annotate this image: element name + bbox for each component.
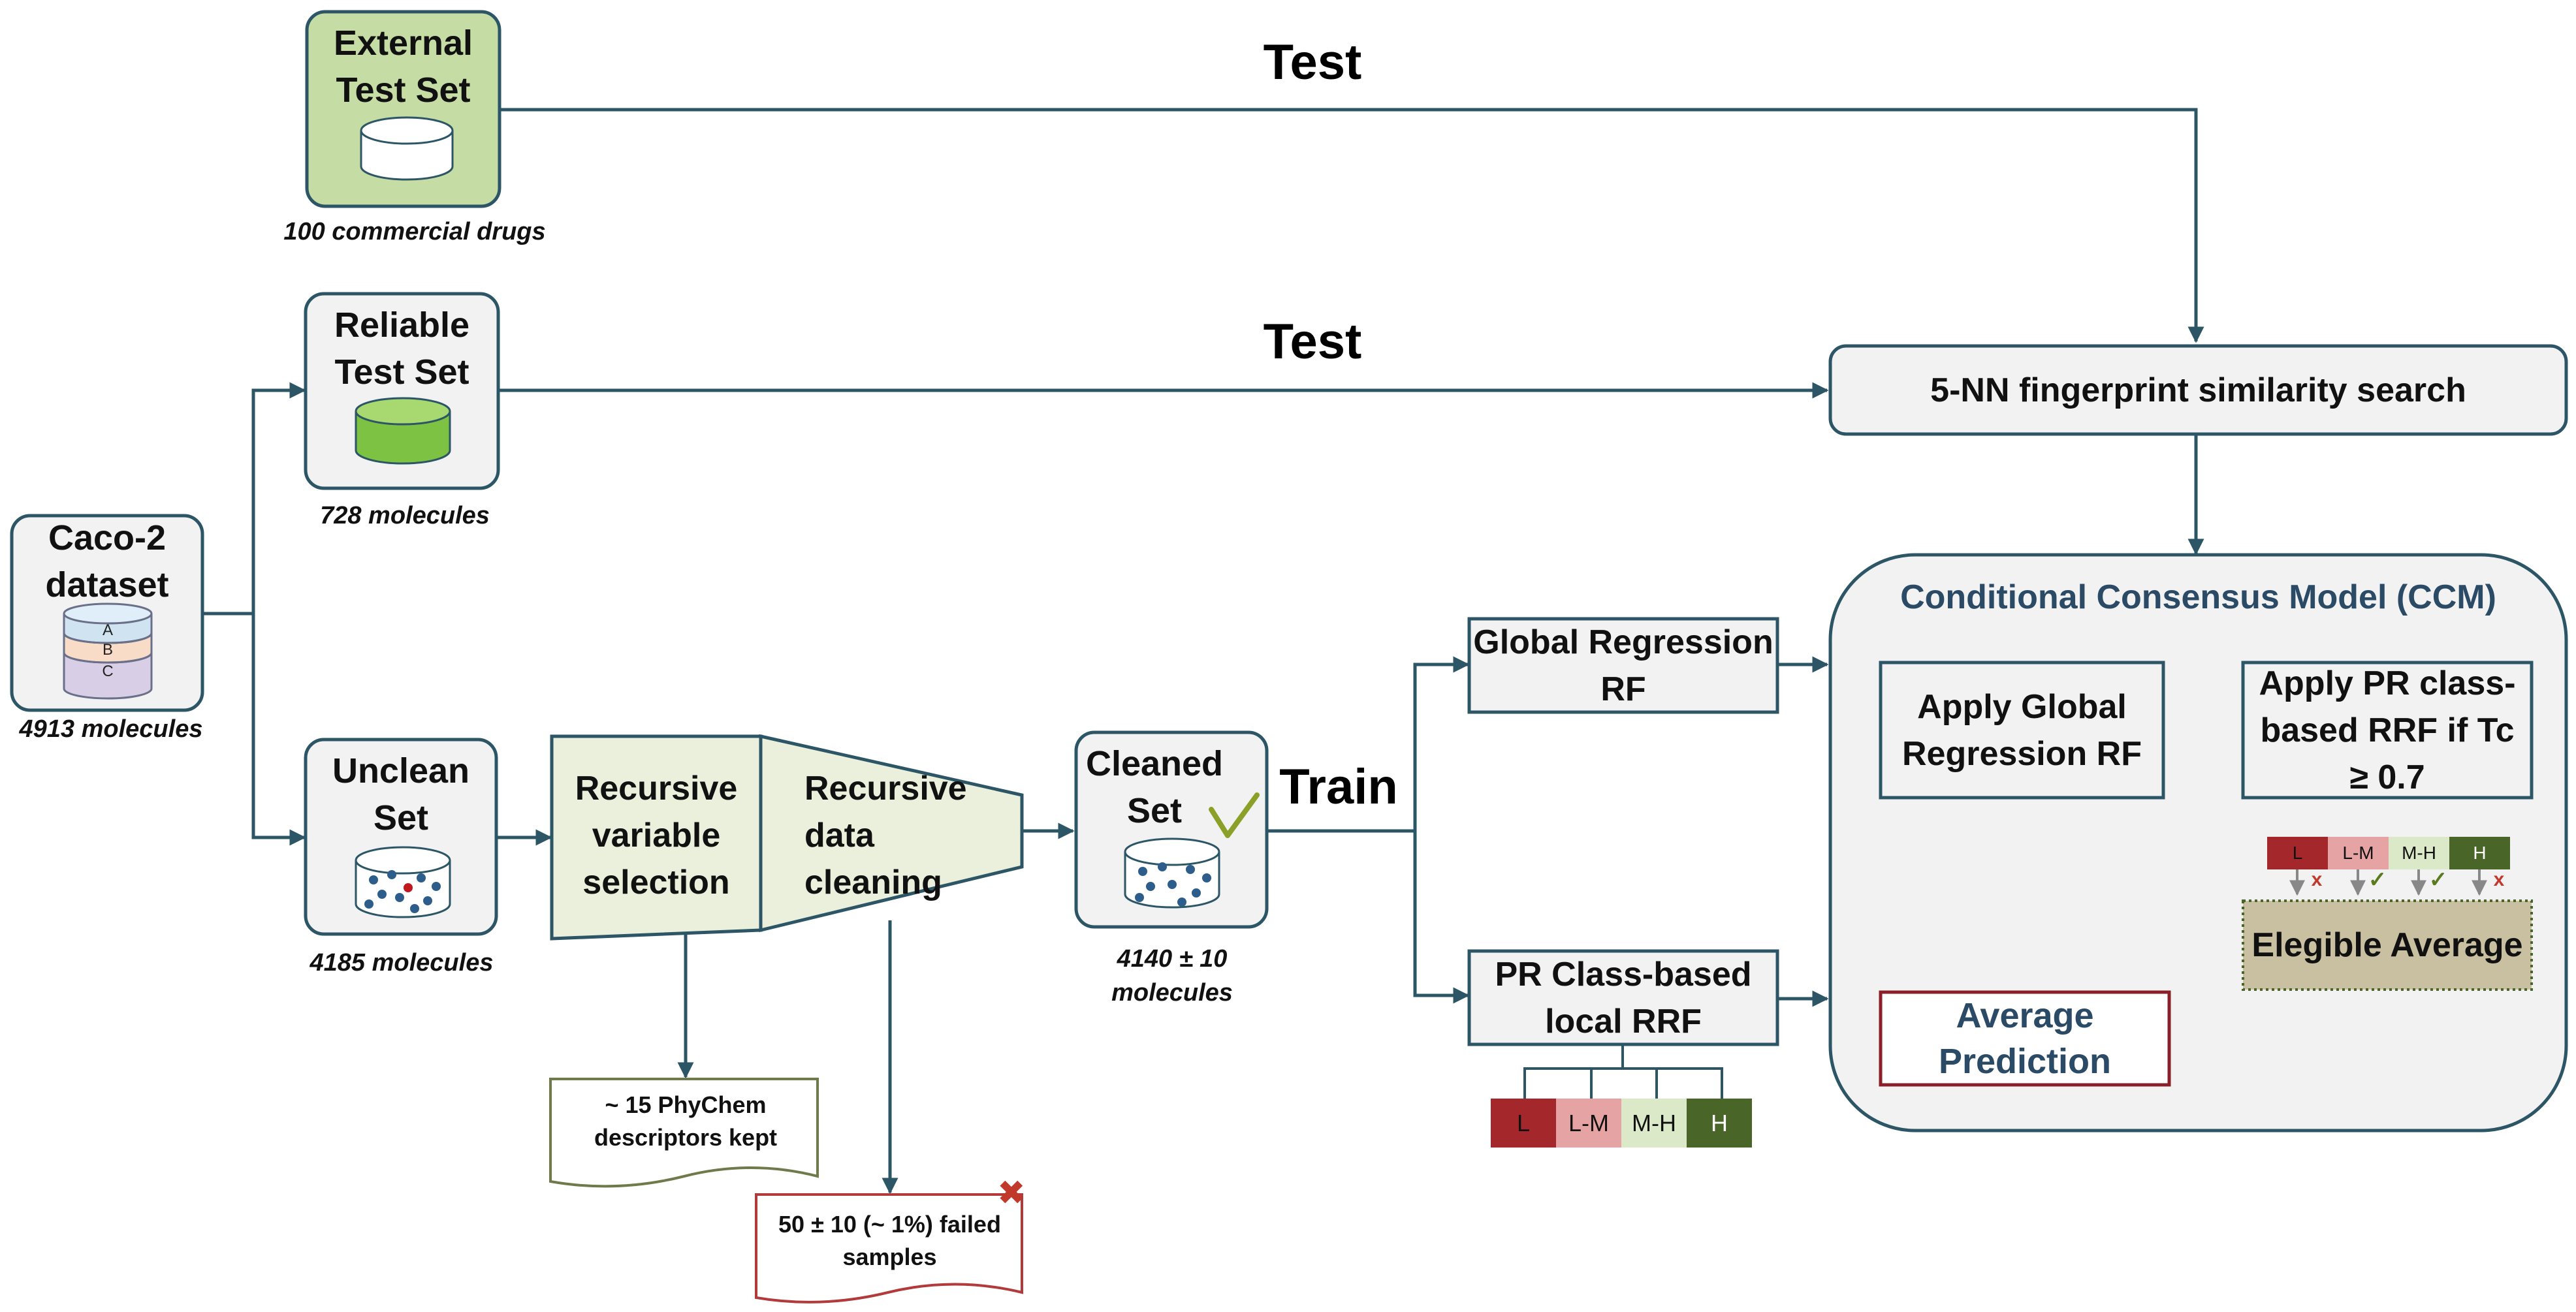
caco2-to-reliable-line <box>251 382 306 614</box>
pr-class-h-label: H <box>1711 1109 1728 1136</box>
failed-samples-text: 50 ± 10 (~ 1%) failed samples <box>778 1210 1001 1270</box>
caco2-dataset-caption: 4913 molecules <box>19 715 203 743</box>
apply-global-box <box>1879 661 2165 800</box>
reliable-test-set-title: Reliable Test Set <box>334 305 470 392</box>
check-icon <box>1209 792 1260 838</box>
cleaned-dots <box>1135 862 1211 907</box>
similarity-search-title: 5-NN fingerprint similarity search <box>1930 371 2466 409</box>
ccm-mark-l-icon: x <box>2311 869 2323 890</box>
caco2-to-unclean-line <box>251 614 306 846</box>
apply-pr-box <box>2241 661 2534 800</box>
external-cylinder-icon <box>360 116 454 181</box>
unclean-set-title: Unclean Set <box>332 751 470 837</box>
descriptors-document <box>549 1078 819 1188</box>
pr-class-l-label: L <box>1516 1109 1531 1136</box>
pr-class-mh <box>1621 1099 1687 1148</box>
unclean-set-caption: 4185 molecules <box>310 948 494 976</box>
global-rf-title: Global Regression RF <box>1473 623 1773 708</box>
pr-rrf-box <box>1467 949 1779 1046</box>
external-test-set-title: External Test Set <box>333 23 473 110</box>
global-rf-box <box>1467 617 1779 714</box>
average-prediction-text: Average Prediction <box>1938 996 2112 1081</box>
ccm-class-mh-label: M-H <box>2402 843 2436 863</box>
caco2-dataset-title: Caco-2 dataset <box>45 518 169 604</box>
unclean-dots <box>364 870 441 913</box>
external-test-set-caption: 100 commercial drugs <box>283 217 546 245</box>
ccm-class-h <box>2449 837 2510 869</box>
caco2-layer-c: C <box>102 663 114 680</box>
train-label: Train <box>1279 758 1398 815</box>
ccm-class-l-label: L <box>2292 843 2303 863</box>
data-cleaning-trapezoid <box>759 734 1024 933</box>
reliable-test-set-caption: 728 molecules <box>320 501 490 529</box>
ccm-mark-h-icon: x <box>2493 869 2505 890</box>
similarity-search-box <box>1828 344 2568 436</box>
ccm-class-h-label: H <box>2473 843 2487 863</box>
pr-class-bar <box>1491 1099 1752 1148</box>
apply-global-text: Apply Global Regression RF <box>1902 687 2142 773</box>
train-to-pr-line <box>1413 831 1470 1004</box>
pr-class-lm <box>1556 1099 1621 1148</box>
ccm-class-lm <box>2328 837 2389 869</box>
pr-class-l <box>1491 1099 1556 1148</box>
ccm-mark-mh-icon: ✓ <box>2428 867 2448 892</box>
ccm-class-l <box>2267 837 2328 869</box>
caco2-layer-a: A <box>102 621 113 639</box>
ccm-title: Conditional Consensus Model (CCM) <box>1900 578 2496 616</box>
reliable-cylinder-icon <box>355 397 451 465</box>
test-label-top: Test <box>1263 34 1362 90</box>
average-prediction-box <box>1879 990 2171 1087</box>
ccm-class-arrows <box>2289 869 2487 896</box>
elegible-average-text: Elegible Average <box>2251 926 2523 964</box>
ccm-mark-lm-icon: ✓ <box>2368 867 2387 892</box>
apply-pr-text: Apply PR class-based RRF if Tc ≥ 0.7 <box>2259 664 2516 796</box>
descriptors-kept-text: ~ 15 PhyChem descriptors kept <box>594 1091 778 1151</box>
train-to-global-line <box>1413 656 1470 831</box>
caco2-cylinder-icon <box>63 602 153 700</box>
test-label-mid: Test <box>1263 313 1362 369</box>
elegible-average-box <box>2242 899 2533 991</box>
failed-x-icon: ✖ <box>997 1174 1026 1213</box>
ccm-class-bar <box>2267 837 2510 869</box>
cleaned-set-caption: 4140 ± 10 molecules <box>1111 945 1233 1007</box>
pr-class-h <box>1687 1099 1752 1148</box>
ccm-class-mh <box>2389 837 2449 869</box>
data-cleaning-title: Recursive data cleaning <box>804 770 967 901</box>
caco2-layer-b: B <box>102 641 113 659</box>
cleaned-set-title: Cleaned Set <box>1085 744 1224 830</box>
pr-class-mh-label: M-H <box>1632 1109 1676 1136</box>
pr-class-tree <box>1523 1044 1723 1099</box>
failed-samples-document <box>755 1193 1023 1304</box>
pr-rrf-title: PR Class-based local RRF <box>1495 955 1752 1040</box>
ccm-class-lm-label: L-M <box>2342 843 2374 863</box>
external-to-similarity-line <box>500 108 2204 343</box>
variable-selection-title: Recursive variable selection <box>575 770 738 901</box>
pr-class-lm-label: L-M <box>1568 1109 1609 1136</box>
